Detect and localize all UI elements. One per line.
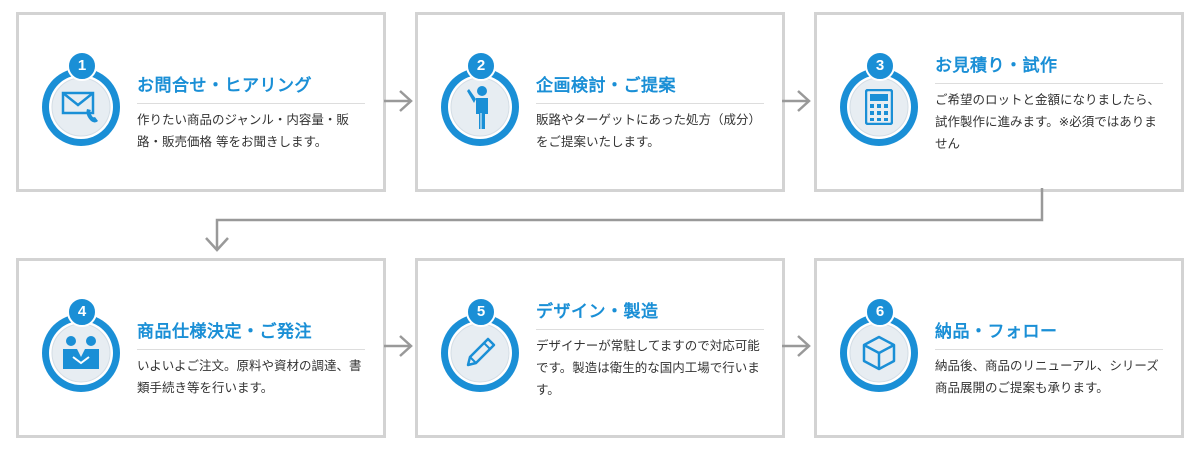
step-icon-2: 2	[438, 51, 522, 149]
step-number-badge: 5	[466, 297, 496, 327]
pencil-icon	[466, 337, 496, 367]
step-card-5: 5 デザイン・製造 デザイナーが常駐してますので対応可能です。製造は衛生的な国内…	[415, 258, 785, 438]
step-description: デザイナーが常駐してますので対応可能です。製造は衛生的な国内工場で行います。	[536, 338, 760, 397]
step-description: 納品後、商品のリニューアル、シリーズ商品展開のご提案も承ります。	[935, 358, 1159, 395]
step-title: 納品・フォロー	[935, 317, 1163, 350]
arrow-right-icon	[782, 335, 811, 357]
step-icon-4: 4	[39, 297, 123, 395]
arrow-right-icon	[782, 90, 811, 112]
step-number-badge: 2	[466, 51, 496, 81]
step-icon-6: 6	[837, 297, 921, 395]
box-icon	[862, 335, 896, 371]
step-icon-5: 5	[438, 297, 522, 395]
arrow-right-icon	[384, 90, 413, 112]
step-icon-3: 3	[837, 51, 921, 149]
step-icon-1: 1	[39, 51, 123, 149]
arrow-right-icon	[384, 335, 413, 357]
step-card-2: 2 企画検討・ご提案 販路やターゲットにあった処方（成分）をご提案いたします。	[415, 12, 785, 192]
step-number-badge: 4	[67, 297, 97, 327]
step-card-1: 1 お問合せ・ヒアリング 作りたい商品のジャンル・内容量・販路・販売価格 等をお…	[16, 12, 386, 192]
step-number-badge: 1	[67, 51, 97, 81]
step-description: 販路やターゲットにあった処方（成分）をご提案いたします。	[536, 112, 762, 149]
person-raising-hand-icon	[467, 86, 488, 129]
step-card-6: 6 納品・フォロー 納品後、商品のリニューアル、シリーズ商品展開のご提案も承りま…	[814, 258, 1184, 438]
handshake-icon	[63, 336, 99, 369]
step-title: お見積り・試作	[935, 51, 1163, 84]
step-title: 企画検討・ご提案	[536, 71, 764, 104]
step-card-3: 3 お見積り・試作 ご希望のロットと金額になりましたら、試作製作に進みます。※必…	[814, 12, 1184, 192]
elbow-connector-arrow-icon	[205, 188, 1044, 252]
step-description: ご希望のロットと金額になりましたら、試作製作に進みます。※必須ではありません	[935, 92, 1161, 151]
mail-phone-icon	[61, 91, 98, 123]
calculator-icon	[865, 89, 893, 125]
step-number-badge: 3	[865, 51, 895, 81]
step-number-badge: 6	[865, 297, 895, 327]
step-title: お問合せ・ヒアリング	[137, 71, 365, 104]
step-title: 商品仕様決定・ご発注	[137, 317, 365, 350]
step-description: 作りたい商品のジャンル・内容量・販路・販売価格 等をお聞きします。	[137, 112, 349, 149]
step-title: デザイン・製造	[536, 297, 764, 330]
step-card-4: 4 商品仕様決定・ご発注 いよいよご注文。原料や資材の調達、書類手続き等を行いま…	[16, 258, 386, 438]
step-description: いよいよご注文。原料や資材の調達、書類手続き等を行います。	[137, 358, 362, 395]
